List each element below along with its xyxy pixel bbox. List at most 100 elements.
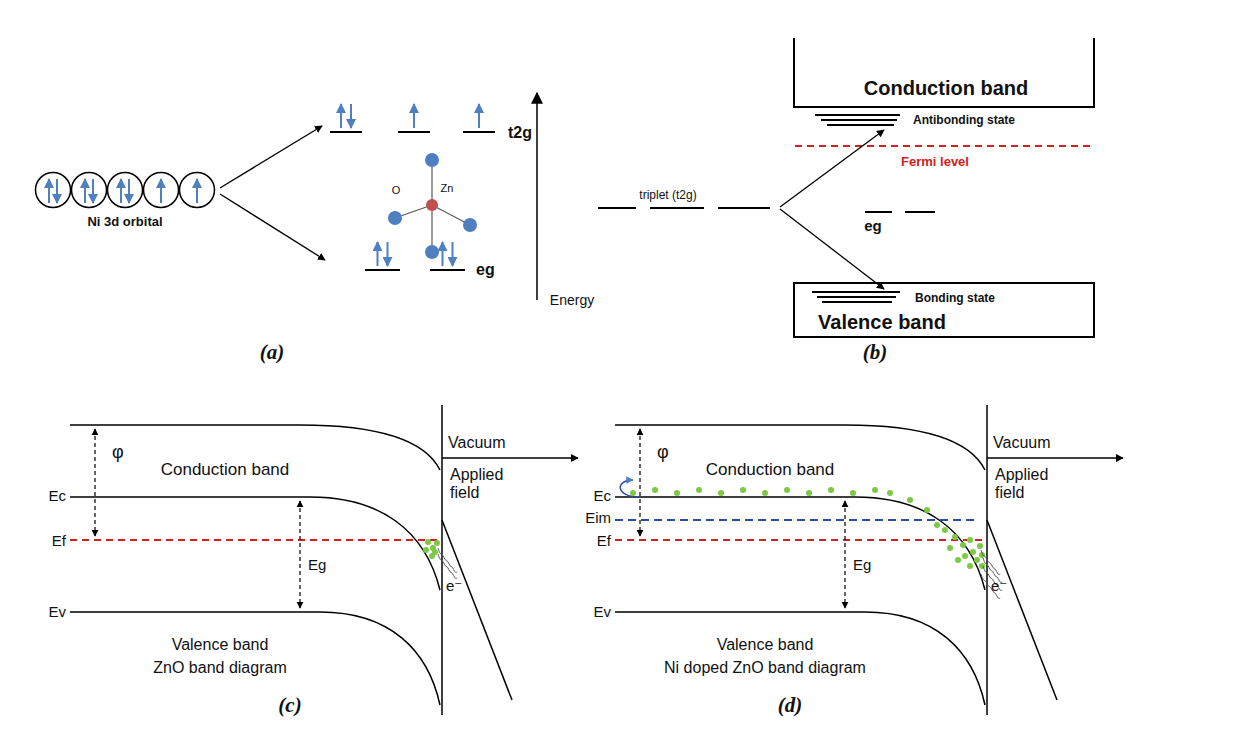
axis-label: Energy — [550, 292, 594, 308]
t2g-level — [330, 131, 362, 133]
electron-dot — [974, 557, 980, 563]
fermi-level-line — [795, 145, 1095, 147]
panel-label: (c) — [278, 693, 301, 717]
level-label: t2g — [508, 124, 532, 142]
work-function-arrow — [639, 429, 640, 536]
electron-dot — [960, 542, 966, 548]
work-function-arrow — [94, 429, 95, 536]
panel-label: (a) — [260, 340, 285, 364]
spin-arrow — [56, 179, 58, 203]
bonding-level — [822, 301, 892, 303]
electron-dot — [955, 557, 961, 563]
energy-label: Ec — [48, 487, 66, 504]
level-label: triplet (t2g) — [639, 189, 696, 203]
band-label: Conduction band — [706, 460, 835, 480]
electron-dot — [962, 553, 968, 559]
electron-dot — [432, 549, 438, 555]
spin-arrow — [350, 104, 352, 128]
spin-arrow — [128, 179, 130, 203]
energy-axis — [536, 93, 538, 300]
spin-arrow — [160, 179, 162, 203]
electron-dot — [762, 490, 768, 496]
band-gap-arrow — [299, 501, 300, 608]
spin-arrow — [92, 179, 94, 203]
eg-level — [430, 269, 465, 271]
electron-dot — [872, 487, 878, 493]
bonding-level — [812, 291, 900, 293]
electron-label: e⁻ — [446, 577, 462, 594]
oxygen-atom — [425, 153, 439, 167]
electron-dot — [947, 545, 953, 551]
orbital-circle — [36, 173, 71, 208]
electron-dot — [696, 487, 702, 493]
band-label: Valence band — [172, 636, 269, 654]
electron-dot — [970, 549, 976, 555]
spin-arrow — [478, 104, 480, 128]
oxygen-atom — [463, 218, 477, 232]
triplet-level — [650, 207, 704, 209]
field-label: Applied field — [995, 466, 1065, 503]
split-arrow — [780, 209, 884, 289]
electron-dot — [806, 490, 812, 496]
spin-arrow — [84, 179, 86, 203]
orbital-circle — [144, 173, 179, 208]
valence-band-box: Bonding stateValence band — [793, 282, 1095, 338]
energy-label: Ev — [593, 603, 611, 620]
vacuum-label: Vacuum — [448, 434, 506, 452]
bond-line — [431, 205, 432, 252]
electron-dot — [425, 539, 431, 545]
antibonding-level — [821, 119, 897, 121]
state-label: Bonding state — [915, 292, 995, 306]
energy-label: Eg — [308, 556, 326, 573]
electron-dot — [652, 487, 658, 493]
oxygen-atom — [425, 245, 439, 259]
curved-arrow — [620, 480, 640, 497]
applied-field-line — [442, 520, 512, 700]
applied-field-line — [987, 520, 1057, 700]
electron-dot — [828, 487, 834, 493]
spin-arrow — [196, 179, 198, 203]
zinc-atom — [426, 199, 438, 211]
split-arrow — [780, 130, 884, 207]
energy-label: Eim — [585, 509, 611, 526]
eg-level — [865, 211, 892, 213]
electron-dot — [934, 522, 940, 528]
panel-label: (b) — [863, 340, 888, 364]
orbital-circle — [180, 173, 215, 208]
emission-wave — [438, 554, 457, 578]
fermi-label: Fermi level — [901, 155, 969, 170]
energy-label: Ef — [52, 532, 66, 549]
t2g-level — [398, 131, 430, 133]
spin-arrow — [442, 242, 444, 266]
orbital-circle — [108, 173, 143, 208]
antibonding-level — [815, 114, 900, 116]
vacuum-axis — [442, 457, 578, 458]
diagram-label: Ni doped ZnO band diagram — [664, 659, 866, 677]
eg-level — [365, 269, 400, 271]
electron-dot — [784, 487, 790, 493]
conduction-band-edge — [70, 497, 440, 590]
spin-arrow — [377, 242, 379, 266]
spin-arrow — [340, 104, 342, 128]
orbital-circle — [72, 173, 107, 208]
antibonding-level — [827, 124, 894, 126]
electron-dot — [907, 497, 913, 503]
diagram-label: ZnO band diagram — [153, 659, 286, 677]
spin-arrow — [48, 179, 50, 203]
electron-dot — [967, 537, 973, 543]
band-label: Valence band — [717, 636, 814, 654]
electron-dot — [630, 490, 636, 496]
vacuum-axis — [987, 457, 1123, 458]
energy-label: Ef — [597, 532, 611, 549]
electron-dot — [977, 543, 983, 549]
eg-level — [905, 211, 935, 213]
fermi-level-line — [615, 539, 985, 541]
conduction-band-edge — [615, 497, 985, 590]
field-label: Applied field — [450, 466, 520, 503]
symbol-label: φ — [657, 442, 669, 463]
emission-wave — [981, 550, 1000, 574]
orbital-label: Ni 3d orbital — [87, 215, 162, 230]
electron-dot — [924, 507, 930, 513]
fermi-level-line — [70, 539, 440, 541]
level-label: eg — [476, 261, 495, 279]
